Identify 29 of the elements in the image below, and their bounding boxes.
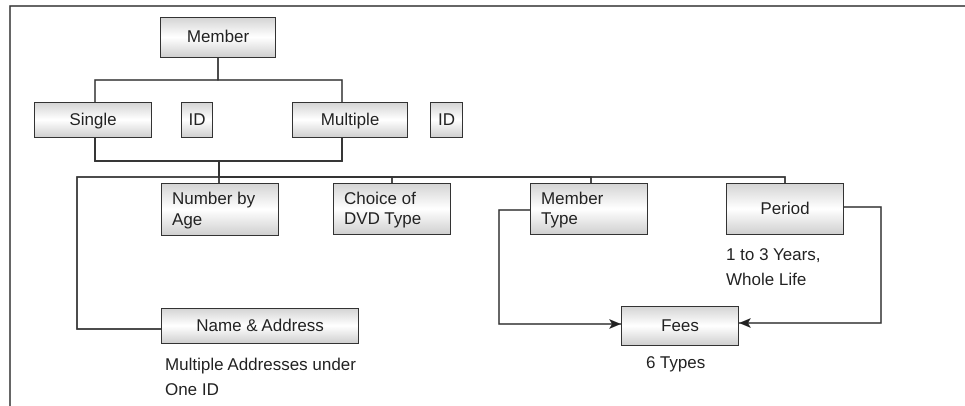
node-label: Name & Address bbox=[196, 316, 324, 336]
process-box bbox=[726, 183, 844, 235]
process-box bbox=[292, 102, 408, 138]
arrow bbox=[498, 209, 621, 329]
process-box bbox=[530, 183, 648, 235]
node-label: Member Type bbox=[541, 188, 604, 230]
node-note: 1 to 3 Years, Whole Life bbox=[726, 244, 822, 291]
connector-line bbox=[217, 58, 343, 102]
node-label: Period bbox=[760, 198, 810, 220]
node-note: 6 Types bbox=[646, 352, 706, 374]
node-label: ID bbox=[188, 110, 206, 130]
node-label: Single bbox=[69, 110, 117, 130]
arrow bbox=[739, 206, 882, 328]
node-note: Multiple Addresses under One ID bbox=[165, 354, 357, 401]
node-label: Choice of DVD Type bbox=[344, 188, 422, 230]
connector-line bbox=[76, 138, 343, 330]
process-box bbox=[621, 306, 739, 346]
node-label: Multiple bbox=[320, 110, 380, 130]
node-label: Member bbox=[186, 27, 250, 48]
process-box bbox=[161, 183, 279, 236]
process-box bbox=[181, 102, 213, 138]
node-label: Fees bbox=[661, 316, 699, 336]
node-label: ID bbox=[438, 110, 455, 130]
node-label: Number by Age bbox=[172, 189, 256, 230]
process-box bbox=[34, 102, 152, 138]
process-box bbox=[333, 183, 451, 235]
process-box bbox=[160, 17, 276, 58]
process-box bbox=[430, 102, 463, 138]
process-box bbox=[161, 308, 359, 344]
